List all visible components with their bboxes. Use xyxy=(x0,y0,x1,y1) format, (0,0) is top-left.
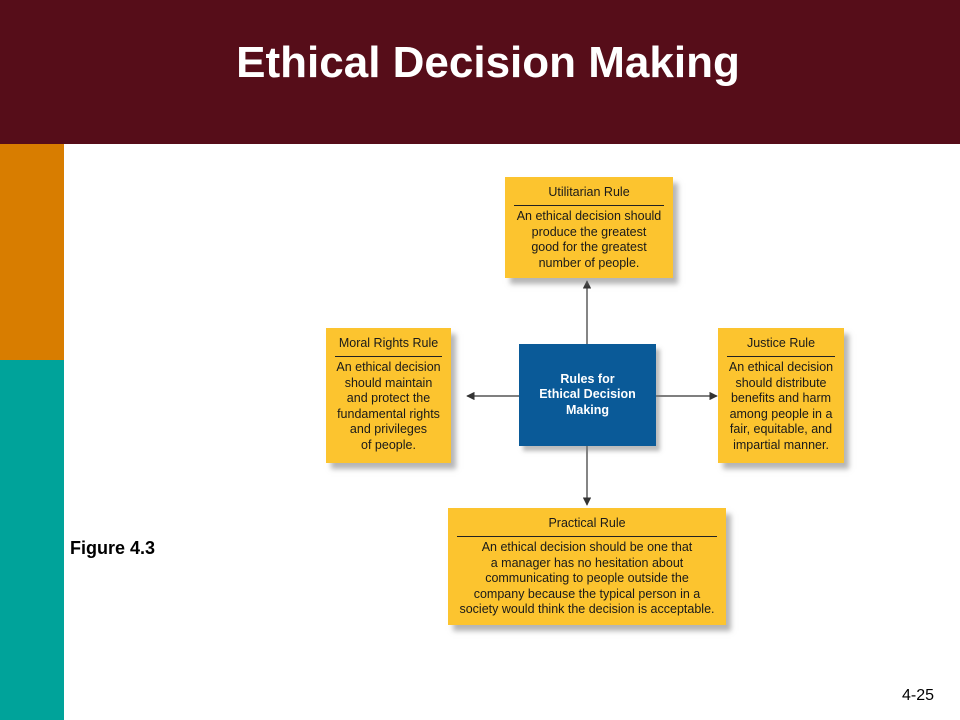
moral-rights-rule-divider xyxy=(335,356,442,357)
moral-rights-rule-box: Moral Rights Rule An ethical decision sh… xyxy=(326,328,451,463)
moral-rights-rule-text: An ethical decision should maintain and … xyxy=(336,360,441,452)
justice-rule-text: An ethical decision should distribute be… xyxy=(728,360,834,452)
figure-label: Figure 4.3 xyxy=(70,538,156,558)
page-number: 4-25 xyxy=(902,687,935,704)
justice-rule-divider xyxy=(727,356,835,357)
practical-rule-divider xyxy=(457,536,717,537)
side-accent-orange xyxy=(0,144,64,360)
center-box-rules-for-ethical-decision-making: Rules for Ethical Decision Making xyxy=(519,344,656,446)
slide-title: Ethical Decision Making xyxy=(236,38,740,87)
moral-rights-rule-title: Moral Rights Rule xyxy=(338,336,439,350)
practical-rule-box: Practical Rule An ethical decision shoul… xyxy=(448,508,726,625)
utilitarian-rule-text: An ethical decision should produce the g… xyxy=(516,209,662,270)
utilitarian-rule-box: Utilitarian Rule An ethical decision sho… xyxy=(505,177,673,278)
justice-rule-box: Justice Rule An ethical decision should … xyxy=(718,328,844,463)
justice-rule-title: Justice Rule xyxy=(746,336,816,350)
practical-rule-text: An ethical decision should be one that a… xyxy=(459,540,715,617)
side-accent-teal xyxy=(0,360,64,720)
utilitarian-rule-divider xyxy=(514,205,664,206)
title-bar xyxy=(0,0,960,144)
practical-rule-title: Practical Rule xyxy=(548,516,626,530)
utilitarian-rule-title: Utilitarian Rule xyxy=(548,185,630,199)
